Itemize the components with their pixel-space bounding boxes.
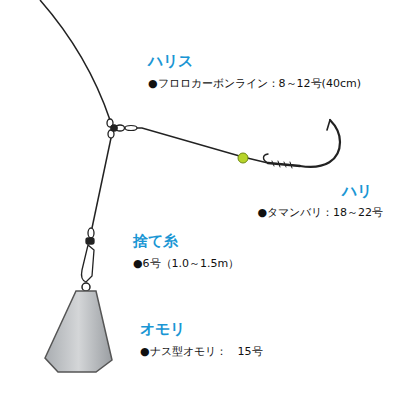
bead — [238, 153, 248, 163]
sinker-line — [92, 138, 111, 228]
leader-line — [125, 128, 268, 163]
spec-note: ●タマンバリ：18～22号 — [257, 206, 383, 219]
spec-note: ●6号（1.0～1.5m） — [133, 257, 239, 270]
spec-note: ●フロロカーボンライン：8～12号(40cm) — [148, 77, 361, 90]
sinker — [45, 283, 112, 372]
part-name: 捨て糸 — [133, 232, 178, 250]
part-name: ハリ — [342, 182, 372, 200]
three-way-swivel — [107, 119, 125, 138]
spec-note: ●ナス型オモリ： 15号 — [140, 345, 263, 358]
part-name: ハリス — [148, 52, 193, 70]
part-name: オモリ — [140, 320, 185, 338]
snap-swivel — [82, 228, 95, 282]
hook — [264, 120, 341, 168]
main-line — [40, 0, 110, 120]
